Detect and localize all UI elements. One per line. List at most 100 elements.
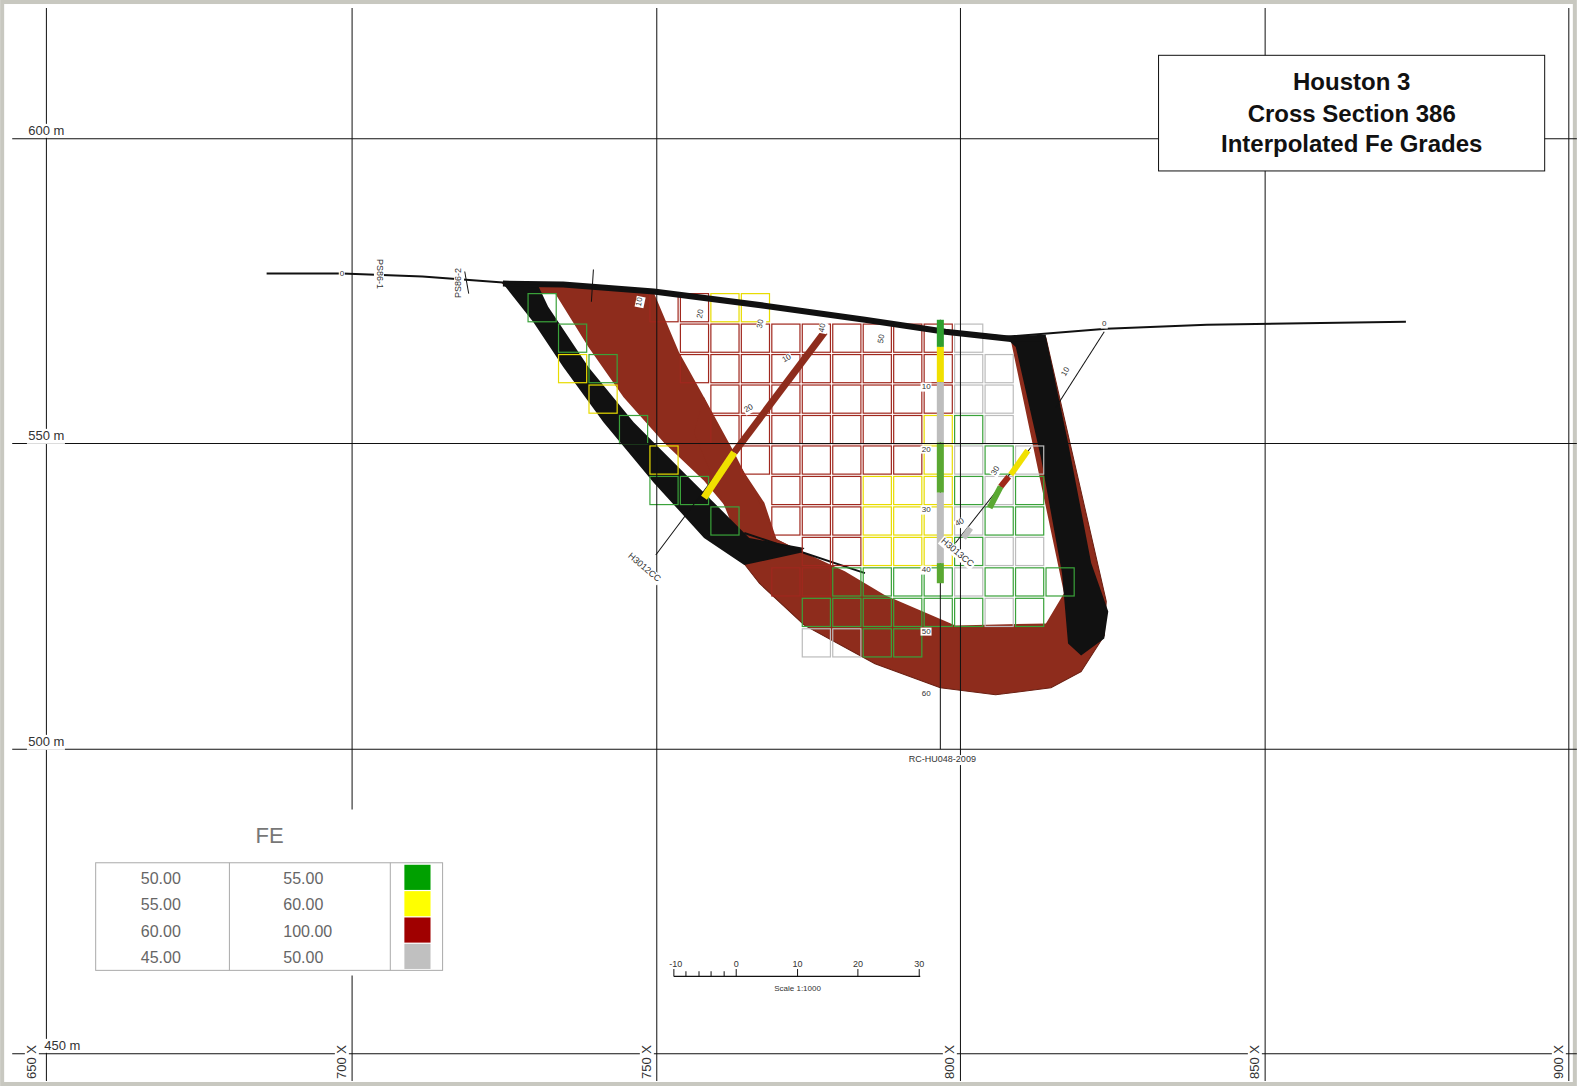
grid-line [1568, 8, 1569, 1081]
contact-zone [1006, 337, 1109, 656]
grade-block [559, 324, 587, 352]
grade-block [1016, 476, 1044, 504]
grade-block [833, 415, 861, 443]
legend-divider [390, 863, 391, 971]
grade-block [802, 598, 830, 626]
grade-block [955, 385, 983, 413]
grade-block [772, 324, 800, 352]
grade-block [894, 355, 922, 383]
scale-number: 0 [733, 960, 740, 970]
grid-line [12, 1053, 1577, 1054]
grade-block [1016, 568, 1044, 596]
grade-block [894, 446, 922, 474]
grade-block [1046, 568, 1074, 596]
depth-mark: 30 [921, 506, 932, 515]
grade-block [802, 446, 830, 474]
grade-block [741, 355, 769, 383]
depth-mark: 40 [921, 566, 932, 575]
grid-line [12, 749, 1577, 750]
grade-block [772, 507, 800, 535]
grade-block [711, 507, 739, 535]
depth-mark: 10 [781, 353, 795, 366]
grade-block [833, 629, 861, 657]
grade-block [863, 629, 891, 657]
legend-heading: FE [255, 824, 283, 848]
depth-mark: 30 [756, 318, 767, 330]
grade-block [802, 476, 830, 504]
grade-block [863, 598, 891, 626]
assay-interval [937, 382, 944, 442]
grade-block [833, 568, 861, 596]
grade-block [894, 385, 922, 413]
grade-block [985, 507, 1013, 535]
grade-block [985, 415, 1013, 443]
grade-block [711, 355, 739, 383]
legend-swatch [404, 917, 430, 942]
depth-mark: 30 [989, 464, 1002, 478]
grade-block [924, 598, 952, 626]
legend-swatch [404, 891, 430, 916]
grade-block [589, 355, 617, 383]
depth-mark: 20 [696, 308, 707, 320]
grade-block [772, 476, 800, 504]
grade-block [711, 324, 739, 352]
topsoil-strip [503, 284, 1046, 339]
grid-line [656, 8, 657, 1081]
grade-block [559, 355, 587, 383]
grade-block [833, 507, 861, 535]
grade-block [528, 294, 556, 322]
grade-block [894, 507, 922, 535]
scale-tick [797, 968, 798, 976]
assay-interval [734, 332, 825, 453]
grade-block [833, 537, 861, 565]
grade-block [863, 476, 891, 504]
drill-hole [591, 269, 593, 301]
elevation-label: 450 m [43, 1039, 81, 1053]
grade-block [863, 507, 891, 535]
assay-interval [937, 493, 944, 563]
drill-hole [955, 447, 1030, 543]
easting-label: 800 X [943, 1044, 957, 1080]
assay-interval [1011, 450, 1028, 474]
scale-number: -10 [668, 960, 683, 970]
hole-name: PS86-1 [374, 258, 384, 290]
grade-block [863, 355, 891, 383]
grade-block [833, 355, 861, 383]
grid-line [352, 8, 353, 809]
legend-range: 45.00 50.00 [141, 949, 324, 967]
grade-block [619, 415, 647, 443]
grade-block [863, 568, 891, 596]
legend-range: 60.00 100.00 [141, 923, 332, 941]
elevation-label: 600 m [27, 124, 65, 138]
scale-tick [857, 968, 858, 976]
grade-block [985, 568, 1013, 596]
assay-interval [937, 563, 944, 583]
grade-block [955, 355, 983, 383]
scale-tick [685, 971, 686, 976]
easting-label: 700 X [335, 1044, 349, 1080]
grade-block [711, 385, 739, 413]
grade-block [985, 385, 1013, 413]
grade-block [985, 598, 1013, 626]
grade-block [955, 598, 983, 626]
depth-mark: 60 [921, 690, 932, 699]
grid-line [352, 975, 353, 1081]
grade-block [833, 476, 861, 504]
waste-zone [654, 293, 1064, 626]
legend-swatch [404, 865, 430, 890]
grade-block [985, 537, 1013, 565]
grade-block [863, 537, 891, 565]
legend-table [96, 863, 443, 971]
grade-block [680, 324, 708, 352]
scale-tick [699, 971, 700, 976]
scale-tick [919, 968, 920, 976]
scale-caption: Scale 1:1000 [773, 984, 822, 993]
grade-block [833, 385, 861, 413]
hole-name: RC-HU048-2009 [908, 755, 977, 765]
title-line: Interpolated Fe Grades [1221, 131, 1482, 157]
assay-interval [963, 528, 970, 538]
grade-block [894, 537, 922, 565]
assay-interval [937, 442, 944, 492]
hole-name: PS86-2 [454, 267, 464, 299]
legend-range: 50.00 55.00 [141, 870, 324, 888]
